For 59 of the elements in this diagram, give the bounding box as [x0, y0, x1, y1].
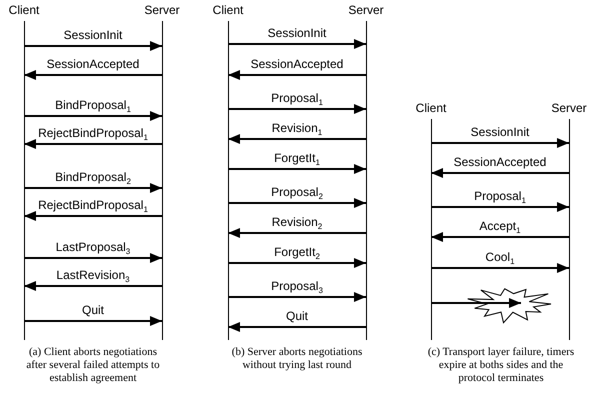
message-arrow: [431, 138, 569, 148]
message-arrow: [228, 228, 366, 238]
message-arrow: [431, 298, 521, 308]
message-arrow: [228, 39, 366, 49]
figure-caption: (b) Server aborts negotiations without trying last round: [230, 346, 364, 372]
figure-caption: (a) Client aborts negotiations after several failed attempts to establish agreement: [25, 346, 161, 385]
message-label: Revision$_{2}$: [270, 216, 324, 229]
message-arrow: [431, 232, 569, 242]
message-label: Proposal$_{1}$: [270, 92, 324, 105]
message-label: SessionInit: [266, 27, 328, 40]
message-arrow: [24, 183, 162, 193]
message-arrow: [228, 198, 366, 208]
message-label: BindProposal$_{2}$: [54, 171, 132, 184]
message-label: BindProposal$_{1}$: [54, 99, 132, 112]
message-label: Quit: [80, 304, 105, 317]
message-label: SessionAccepted: [46, 58, 140, 71]
message-label: Accept$_{1}$: [478, 220, 522, 233]
message-label: ForgetIt$_{1}$: [273, 152, 321, 165]
message-label: RejectBindProposal$_{1}$: [37, 199, 149, 212]
message-arrow: [228, 104, 366, 114]
message-arrow: [24, 211, 162, 221]
participant-label: Client: [8, 3, 40, 17]
explosion-burst: [468, 286, 552, 322]
message-arrow: [228, 292, 366, 302]
message-arrow: [24, 281, 162, 291]
message-arrow: [228, 164, 366, 174]
participant-label: Client: [212, 3, 244, 17]
message-label: Revision$_{1}$: [270, 122, 324, 135]
message-label: SessionInit: [470, 126, 530, 139]
participant-label: Server: [550, 101, 588, 115]
message-arrow: [228, 322, 366, 332]
message-arrow: [24, 41, 162, 51]
message-label: SessionAccepted: [452, 156, 548, 169]
message-label: Proposal$_{1}$: [473, 190, 527, 203]
message-label: LastRevision$_{3}$: [55, 269, 131, 282]
message-arrow: [24, 253, 162, 263]
message-label: Proposal$_{3}$: [270, 280, 324, 293]
message-label: RejectBindProposal$_{1}$: [37, 127, 149, 140]
message-arrow: [228, 258, 366, 268]
message-label: SessionAccepted: [250, 58, 344, 71]
message-label: Proposal$_{2}$: [270, 186, 324, 199]
message-arrow: [431, 263, 569, 273]
message-arrow: [228, 134, 366, 144]
message-arrow: [431, 202, 569, 212]
message-arrow: [24, 316, 162, 326]
participant-label: Client: [414, 101, 448, 115]
participant-label: Server: [143, 3, 181, 17]
message-arrow: [24, 139, 162, 149]
message-arrow: [24, 111, 162, 121]
message-arrow: [431, 168, 569, 178]
message-label: Quit: [284, 310, 309, 323]
message-label: LastProposal$_{3}$: [54, 241, 132, 254]
message-label: ForgetIt$_{2}$: [273, 246, 321, 259]
message-label: SessionInit: [62, 29, 124, 42]
message-label: Cool$_{1}$: [484, 251, 516, 264]
figure-caption: (c) Transport layer failure, timers expire at boths sides and the protocol terminates: [426, 346, 576, 385]
participant-label: Server: [347, 3, 385, 17]
message-arrow: [228, 70, 366, 80]
message-arrow: [24, 70, 162, 80]
